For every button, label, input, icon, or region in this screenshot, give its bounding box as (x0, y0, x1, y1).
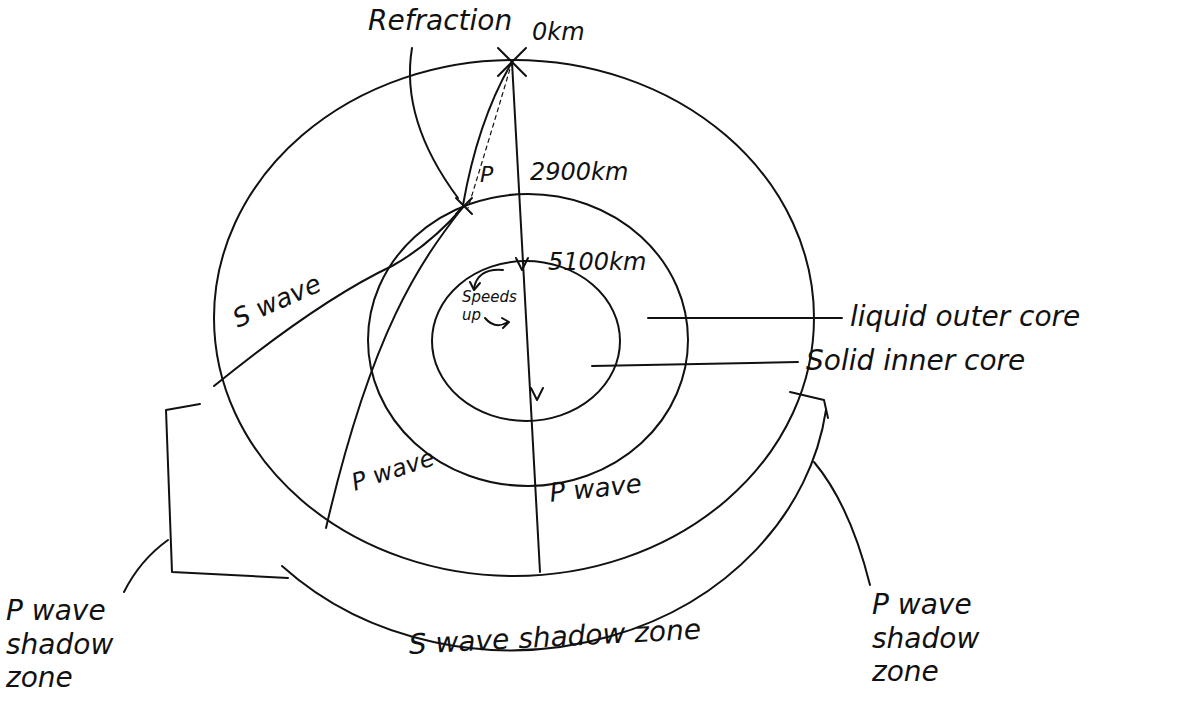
p-wave-ray (512, 62, 540, 572)
annotation: Speeds up (462, 288, 518, 324)
shadow-zone-bracket (166, 404, 288, 578)
ray-band (463, 62, 512, 205)
annotation: Refraction (368, 4, 512, 38)
depth-label: 5100km (548, 248, 646, 277)
inner-core-outline (432, 261, 620, 421)
layer-label: Solid inner core (806, 344, 1025, 378)
ray-band (468, 62, 512, 208)
shadow-zone-arc (282, 410, 826, 650)
wave-label: P wave (548, 468, 643, 509)
wave-label: S wave (228, 268, 326, 334)
leader-line (124, 540, 168, 592)
leader-line (814, 462, 870, 585)
leader-line (592, 362, 798, 366)
p-wave-refracted-ray (326, 207, 463, 528)
depth-label: 2900km (530, 158, 628, 187)
refraction-leader (410, 48, 458, 198)
layer-label: liquid outer core (850, 300, 1080, 334)
s-wave-ray (214, 207, 463, 386)
depth-label: 0km (532, 18, 585, 47)
zone-label: P wave shadow zone (6, 594, 156, 695)
leader-line (648, 317, 842, 319)
shadow-zone-bracket (790, 392, 828, 418)
ray-arrowhead (516, 258, 543, 400)
zone-label: P wave shadow zone (872, 588, 1022, 689)
speed-arrow (485, 318, 509, 328)
zone-label: S wave shadow zone (408, 613, 702, 662)
point-label: P (480, 162, 493, 188)
wave-label: P wave (348, 444, 438, 498)
